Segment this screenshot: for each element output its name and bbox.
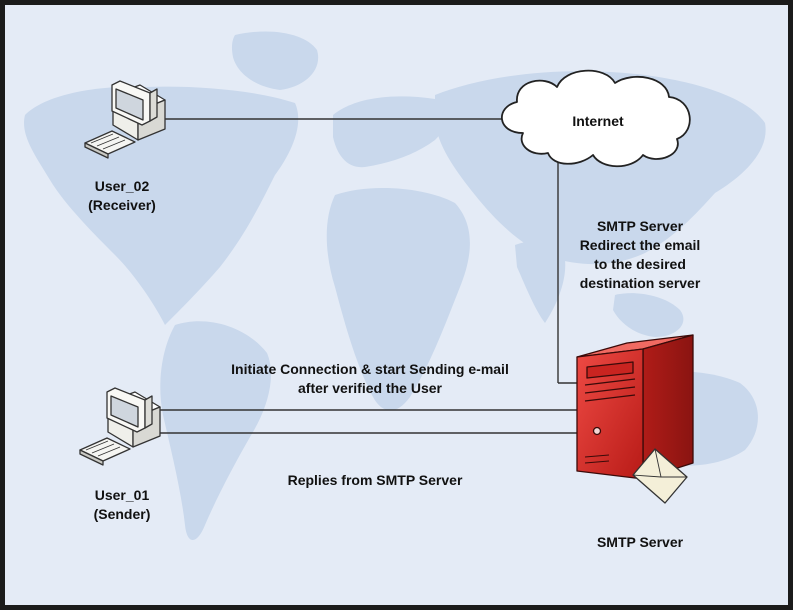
initiate-line-1: Initiate Connection & start Sending e-ma… bbox=[231, 361, 509, 377]
sender-label: User_01 (Sender) bbox=[67, 486, 177, 524]
receiver-role: (Receiver) bbox=[88, 197, 156, 213]
connection-lines bbox=[160, 118, 577, 434]
initiate-edge-label: Initiate Connection & start Sending e-ma… bbox=[200, 360, 540, 398]
receiver-label: User_02 (Receiver) bbox=[67, 177, 177, 215]
africa-landmass bbox=[326, 188, 470, 411]
redirect-line-3: to the desired bbox=[594, 256, 686, 272]
sender-role: (Sender) bbox=[93, 506, 151, 522]
europe-landmass bbox=[333, 96, 449, 168]
redirect-line-1: SMTP Server bbox=[596, 218, 684, 234]
replies-edge-label: Replies from SMTP Server bbox=[287, 472, 463, 488]
redirect-edge-label: SMTP Server Redirect the email to the de… bbox=[560, 217, 720, 293]
smtp-server-label: SMTP Server bbox=[596, 534, 684, 550]
sender-name: User_01 bbox=[94, 487, 150, 503]
sender-computer-icon bbox=[79, 387, 161, 466]
redirect-line-2: Redirect the email bbox=[579, 237, 701, 253]
email-envelope-icon bbox=[632, 448, 688, 504]
india-landmass bbox=[515, 241, 566, 323]
receiver-computer-icon bbox=[84, 80, 166, 159]
internet-cloud bbox=[500, 69, 691, 168]
diagram-canvas bbox=[24, 31, 766, 540]
redirect-line-4: destination server bbox=[579, 275, 701, 291]
internet-label: Internet bbox=[572, 113, 624, 129]
receiver-name: User_02 bbox=[94, 178, 150, 194]
smtp-server-icon bbox=[576, 334, 694, 480]
greenland-landmass bbox=[231, 31, 319, 91]
initiate-line-2: after verified the User bbox=[298, 380, 442, 396]
southeast-asia-landmass bbox=[613, 293, 684, 337]
south-america-landmass bbox=[160, 321, 271, 540]
